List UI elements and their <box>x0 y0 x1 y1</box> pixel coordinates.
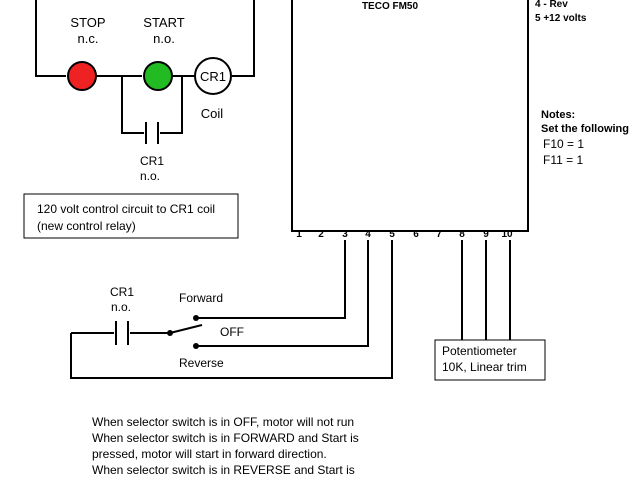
selector-cr1-label: CR1 <box>110 285 134 299</box>
seal-in-right-wire <box>160 76 183 134</box>
forward-to-terminal-3-wire <box>196 240 346 319</box>
notes-heading: Notes: <box>541 109 575 121</box>
aux-contact-label: CR1 <box>140 154 164 168</box>
terminal-label: 6 <box>413 229 419 240</box>
selector-switch-circuit: CR1 n.o. Forward OFF Reverse <box>70 240 393 379</box>
notes-setting-f10: F10 = 1 <box>543 137 584 151</box>
potentiometer: Potentiometer 10K, Linear trim <box>434 240 546 381</box>
drive-box-outline <box>291 0 529 232</box>
terminal-label: 2 <box>318 229 324 240</box>
aux-contact-type-label: n.o. <box>140 169 160 183</box>
terminal-label: 5 <box>389 229 395 240</box>
drive-model-label: TECO FM50 <box>362 1 419 12</box>
potentiometer-label-1: Potentiometer <box>442 344 517 358</box>
info-box-frame <box>23 193 239 239</box>
description-line: When selector switch is in OFF, motor wi… <box>92 415 354 429</box>
relay-coil-icon <box>194 57 232 95</box>
terminal-4-rev-note: 4 - Rev <box>535 0 568 10</box>
info-box-line-1: 120 volt control circuit to CR1 coil <box>37 202 215 216</box>
terminal-label: 3 <box>342 229 348 240</box>
info-box-line-2: (new control relay) <box>37 219 136 233</box>
start-type-label: n.o. <box>153 31 175 46</box>
terminal-label: 10 <box>501 229 513 240</box>
reverse-position-label: Reverse <box>179 356 224 370</box>
notes-block: Notes: Set the following F10 = 1 F11 = 1 <box>541 109 629 167</box>
notes-instruction: Set the following <box>541 123 629 135</box>
drive-unit: TECO FM50 4 - Rev 5 +12 volts 1 2 3 4 5 … <box>291 0 587 240</box>
description-line: pressed, motor will start in forward dir… <box>92 447 327 461</box>
start-label: START <box>143 15 184 30</box>
selector-cr1-type-label: n.o. <box>111 300 131 314</box>
left-rail-wire <box>35 0 66 77</box>
description-line: When selector switch is in FORWARD and S… <box>92 431 359 445</box>
terminal-label: 4 <box>365 229 371 240</box>
terminal-label: 9 <box>483 229 489 240</box>
potentiometer-box <box>434 339 546 381</box>
terminal-strip: 1 2 3 4 5 6 7 8 9 10 <box>296 229 513 240</box>
coil-label: Coil <box>201 106 224 121</box>
seal-in-left-wire <box>121 76 144 134</box>
stop-label: STOP <box>70 15 105 30</box>
off-position-label: OFF <box>220 325 244 339</box>
forward-position-label: Forward <box>179 291 223 305</box>
reverse-to-terminal-4-wire <box>196 240 369 347</box>
notes-setting-f11: F11 = 1 <box>543 153 583 167</box>
start-button-icon <box>143 61 173 91</box>
terminal-label: 7 <box>436 229 442 240</box>
terminal-label: 1 <box>296 229 302 240</box>
common-to-terminal-5-wire <box>70 240 393 379</box>
selector-blade <box>169 324 203 334</box>
control-circuit: STOP n.c. START n.o. CR1 Coil CR1 n.o. <box>35 0 255 183</box>
stop-type-label: n.c. <box>78 31 99 46</box>
right-rail-wire <box>232 0 255 77</box>
terminal-5-12v-note: 5 +12 volts <box>535 13 587 24</box>
terminal-label: 8 <box>459 229 465 240</box>
stop-button-icon <box>67 61 97 91</box>
relay-coil-label: CR1 <box>200 69 226 84</box>
info-box: 120 volt control circuit to CR1 coil (ne… <box>23 193 239 239</box>
potentiometer-label-2: 10K, Linear trim <box>442 360 527 374</box>
description-line: When selector switch is in REVERSE and S… <box>92 463 355 477</box>
operation-description: When selector switch is in OFF, motor wi… <box>92 415 359 477</box>
